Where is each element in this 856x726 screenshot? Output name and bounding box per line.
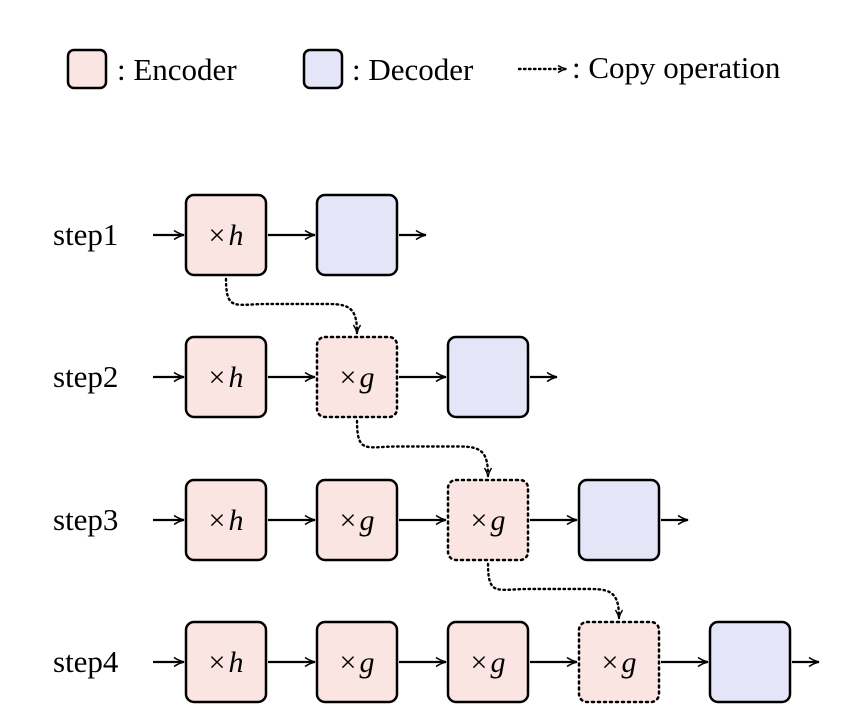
encoder-block xyxy=(446,620,530,704)
block-operator-label: ×g xyxy=(471,646,506,679)
copied-encoder-block xyxy=(315,335,399,419)
operator-variable: h xyxy=(228,504,243,537)
block-operator-label: ×h xyxy=(209,219,244,252)
copied-encoder-block xyxy=(577,620,661,704)
operator-variable: h xyxy=(228,361,243,394)
decoder-block xyxy=(577,478,661,562)
block-operator-label: ×h xyxy=(209,646,244,679)
decoder-block xyxy=(708,620,792,704)
block-operator-label: ×h xyxy=(209,504,244,537)
operator-symbol: × xyxy=(209,361,226,394)
operator-symbol: × xyxy=(471,504,488,537)
operator-variable: g xyxy=(359,361,374,394)
step-row: step2×h×g xyxy=(53,335,558,419)
operator-symbol: × xyxy=(209,219,226,252)
operator-symbol: × xyxy=(340,646,357,679)
step-row: step1 ×h xyxy=(53,193,427,277)
operator-variable: h xyxy=(228,646,243,679)
step-label: step1 xyxy=(53,217,118,252)
operator-variable: g xyxy=(359,504,374,537)
block-operator-label: ×h xyxy=(209,361,244,394)
block-operator-label: ×g xyxy=(340,361,375,394)
operator-variable: g xyxy=(359,646,374,679)
operator-variable: g xyxy=(490,504,505,537)
operator-symbol: × xyxy=(340,361,357,394)
operator-symbol: × xyxy=(602,646,619,679)
block-operator-label: ×g xyxy=(340,646,375,679)
encoder-block xyxy=(184,193,268,277)
copy-links xyxy=(224,277,624,620)
block-operator-label: ×g xyxy=(471,504,506,537)
block-operator-label: ×g xyxy=(340,504,375,537)
encoder-block xyxy=(315,620,399,704)
encoder-block xyxy=(184,335,268,419)
legend-encoder-swatch xyxy=(66,48,108,90)
step-label: step4 xyxy=(53,644,119,679)
encoder-block xyxy=(315,478,399,562)
operator-symbol: × xyxy=(209,504,226,537)
operator-variable: g xyxy=(490,646,505,679)
legend-copy-label: : Copy operation xyxy=(572,50,781,85)
legend-decoder-swatch xyxy=(302,48,344,90)
legend-encoder: : Encoder xyxy=(66,48,237,90)
legend-encoder-label: : Encoder xyxy=(117,52,237,87)
operator-variable: g xyxy=(621,646,636,679)
copied-encoder-block xyxy=(446,478,530,562)
operator-symbol: × xyxy=(209,646,226,679)
step-label: step3 xyxy=(53,502,118,537)
operator-symbol: × xyxy=(471,646,488,679)
legend-copy: : Copy operation xyxy=(517,50,781,85)
step-row: step3×h×g×g xyxy=(53,478,689,562)
operator-symbol: × xyxy=(340,504,357,537)
decoder-block xyxy=(315,193,399,277)
operator-variable: h xyxy=(228,219,243,252)
step-label: step2 xyxy=(53,359,118,394)
copy-operation-arrow xyxy=(486,562,624,620)
step-row: step4×h×g×g×g xyxy=(53,620,820,704)
encoder-block xyxy=(184,478,268,562)
decoder-block xyxy=(446,335,530,419)
encoder-block xyxy=(184,620,268,704)
legend-decoder: : Decoder xyxy=(302,48,474,90)
block-operator-label: ×g xyxy=(602,646,637,679)
legend-decoder-label: : Decoder xyxy=(352,52,474,87)
copy-operation-arrow xyxy=(224,277,362,335)
legend: : Encoder : Decoder : Copy operation xyxy=(66,48,781,90)
copy-operation-arrow xyxy=(355,419,493,478)
